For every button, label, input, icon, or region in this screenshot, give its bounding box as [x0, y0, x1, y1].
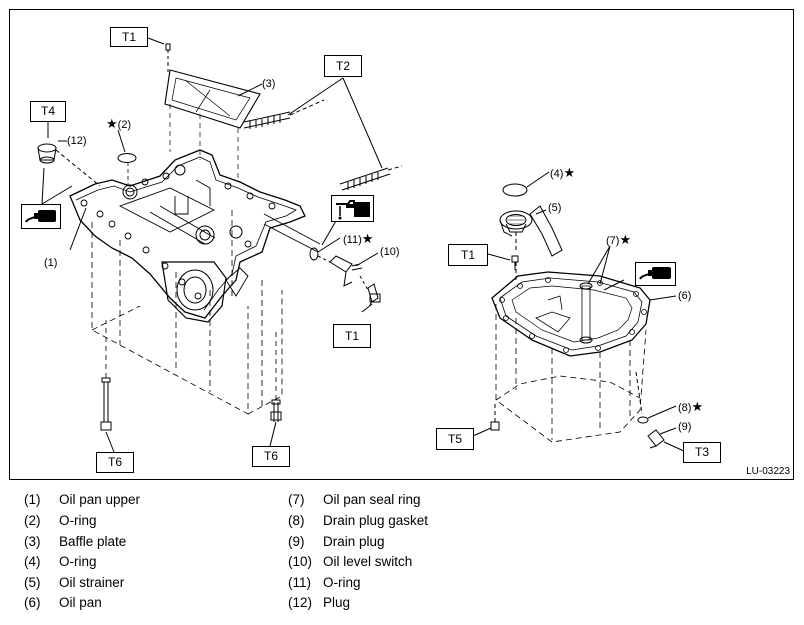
baffle-plate-part — [164, 69, 261, 180]
legend-text: Oil pan — [59, 595, 102, 610]
legend-text: Oil pan upper — [59, 492, 141, 507]
engine-oil-can-icon — [331, 195, 374, 222]
torque-label-t6-right: T6 — [252, 446, 290, 467]
callout-7-num: (7) — [606, 235, 620, 247]
torque-label-t1-strainer: T1 — [448, 244, 488, 266]
oil-strainer-part — [499, 205, 563, 257]
torque-label-t1-top: T1 — [110, 27, 148, 47]
legend-text: Drain plug gasket — [323, 513, 429, 528]
o-ring-part-2 — [117, 153, 137, 163]
legend-number: (8) — [288, 513, 305, 528]
liquid-gasket-tube-icon — [635, 262, 676, 286]
callout-12: (12) — [67, 135, 87, 147]
torque-label-t5: T5 — [436, 428, 474, 450]
star-mark: ★ — [106, 116, 118, 131]
callout-2-num: (2) — [117, 119, 132, 131]
callout-8-num: (8) — [678, 402, 692, 414]
legend-text: Oil strainer — [59, 575, 125, 590]
legend-text: Baffle plate — [59, 534, 127, 549]
torque-label-t2: T2 — [324, 55, 362, 77]
long-bolts-t6 — [100, 320, 282, 431]
bolt-t5 — [490, 404, 500, 431]
callout-5: (5) — [548, 202, 562, 214]
o-ring-part-4 — [502, 183, 528, 197]
legend-text: Oil pan seal ring — [323, 492, 421, 507]
callout-1: (1) — [44, 257, 58, 269]
exploded-view-drawing — [37, 37, 687, 453]
legend-number: (1) — [24, 492, 41, 507]
oil-level-switch-part — [309, 247, 379, 307]
bolt-t1-strainer — [511, 255, 519, 270]
legend-number: (4) — [24, 554, 41, 569]
callout-11: (11)★ — [343, 231, 373, 247]
star-mark: ★ — [619, 232, 632, 247]
callout-8: (8)★ — [678, 399, 703, 415]
torque-label-t3: T3 — [683, 442, 721, 463]
torque-label-t4: T4 — [30, 101, 66, 122]
callout-11-num: (11) — [343, 234, 362, 246]
callout-7: (7)★ — [606, 232, 631, 248]
legend-number: (3) — [24, 534, 41, 549]
torque-label-t1-switch: T1 — [333, 324, 371, 348]
bolt-t1-top — [165, 43, 171, 72]
legend-number: (9) — [288, 534, 305, 549]
legend-number: (2) — [24, 513, 41, 528]
diagram-frame — [9, 9, 794, 480]
callout-3: (3) — [262, 78, 276, 90]
callout-4: (4)★ — [550, 165, 575, 181]
legend-number: (6) — [24, 595, 41, 610]
legend-text: Oil level switch — [323, 554, 413, 569]
plug-part-12 — [37, 143, 101, 187]
callout-4-num: (4) — [550, 168, 564, 180]
legend-text: O-ring — [59, 513, 97, 528]
star-mark: ★ — [563, 165, 576, 180]
torque-label-t6-left: T6 — [96, 452, 134, 473]
star-mark: ★ — [691, 399, 704, 414]
drain-plug-part — [635, 371, 665, 449]
legend-text: O-ring — [323, 575, 361, 590]
star-mark: ★ — [361, 231, 374, 246]
legend-text: Plug — [323, 595, 351, 610]
callout-10: (10) — [380, 246, 400, 258]
stud-bolts-t2 — [243, 99, 403, 191]
callout-9: (9) — [678, 421, 692, 433]
legend-number: (11) — [288, 575, 312, 590]
legend-text: O-ring — [59, 554, 97, 569]
legend-number: (10) — [288, 554, 313, 569]
legend-number: (12) — [288, 595, 313, 610]
legend-text: Drain plug — [323, 534, 385, 549]
legend-number: (7) — [288, 492, 305, 507]
oil-pan-upper-part — [69, 149, 321, 415]
figure-id: LU-03223 — [746, 466, 790, 477]
bolt-t1-switch — [369, 293, 381, 303]
liquid-gasket-tube-icon — [21, 204, 61, 229]
oil-pan-part — [491, 262, 651, 443]
legend-number: (5) — [24, 575, 41, 590]
callout-2: ★(2) — [106, 116, 131, 132]
callout-6: (6) — [678, 290, 692, 302]
